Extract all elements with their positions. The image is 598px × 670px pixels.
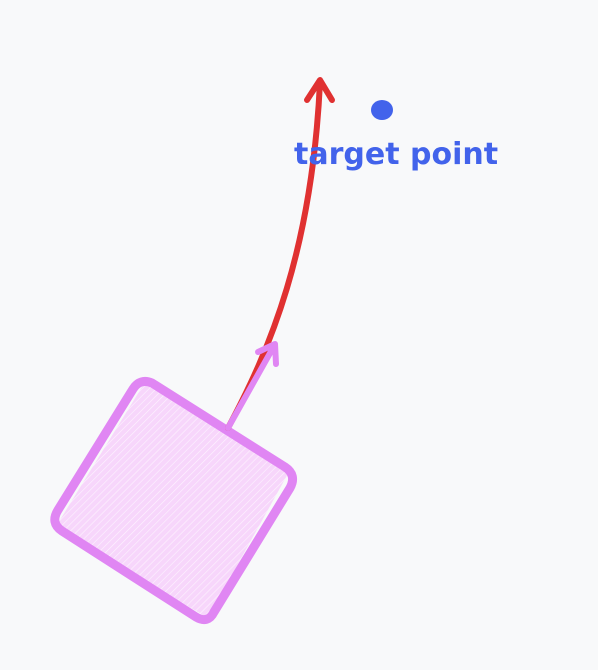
pink-arrow-shaft: [225, 343, 277, 431]
pink-arrow-head: [255, 341, 279, 367]
target-point-dot[interactable]: [371, 100, 393, 120]
target-point-label: target point: [294, 137, 498, 172]
rotated-square-shape[interactable]: [50, 377, 298, 625]
red-arrow-head: [304, 77, 335, 103]
red-arrow-shaft: [225, 79, 323, 431]
rotated-square-outline: [50, 377, 298, 625]
red-arrow[interactable]: [225, 77, 335, 431]
pink-arrow[interactable]: [225, 341, 279, 431]
rotated-square-fill: [55, 382, 290, 618]
